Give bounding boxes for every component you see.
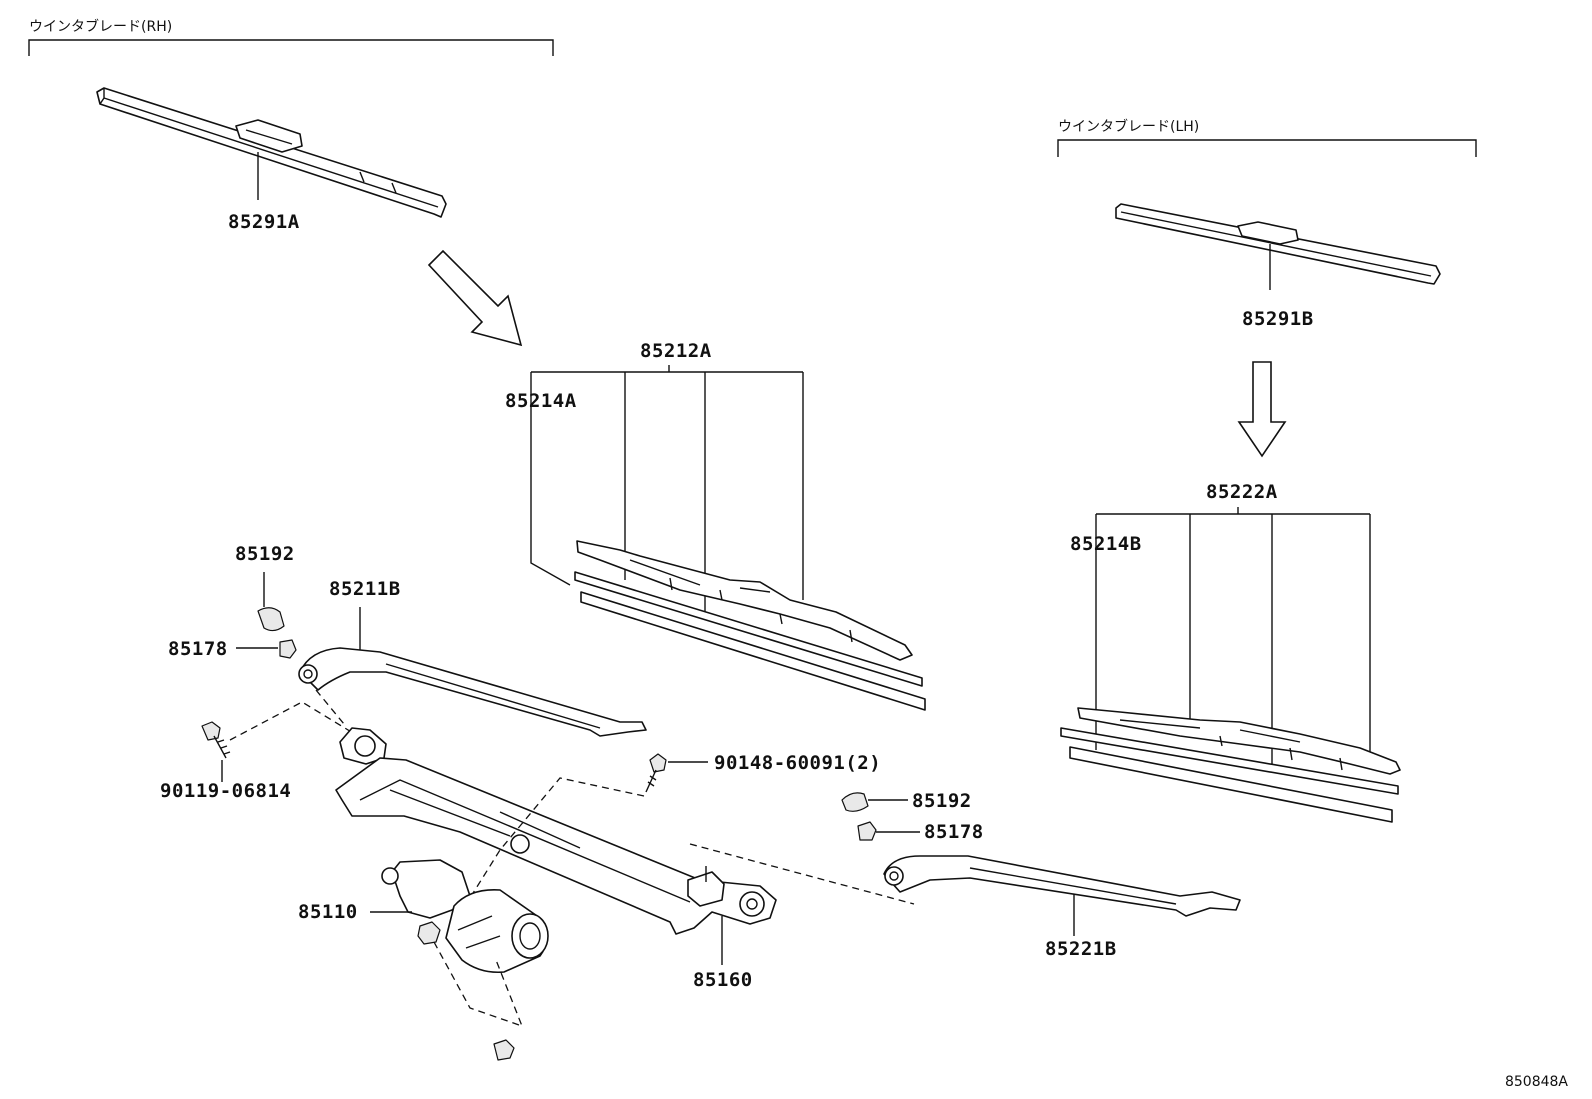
label-85221B: 85221B (1045, 938, 1117, 960)
header-rh-bracket (28, 39, 554, 56)
cap-85192-left (257, 607, 285, 632)
winter-blade-lh (1115, 203, 1441, 290)
label-85178-right: 85178 (924, 821, 984, 843)
label-85160: 85160 (693, 969, 753, 991)
label-85212A: 85212A (640, 340, 712, 362)
wiper-link-85160 (335, 727, 777, 935)
label-85178-left: 85178 (168, 638, 228, 660)
header-lh-bracket (1057, 139, 1477, 157)
label-85192-right: 85192 (912, 790, 972, 812)
label-85110: 85110 (298, 901, 358, 923)
winter-blade-rh (96, 87, 447, 218)
arrow-down-right (427, 249, 523, 347)
header-lh-group: ウインタブレード(LH) (1057, 118, 1477, 157)
wiper-arm-85211B (298, 647, 647, 737)
header-lh: ウインタブレード(LH) (1058, 118, 1199, 135)
label-85211B: 85211B (329, 578, 401, 600)
figure-id: 850848A (1505, 1074, 1568, 1090)
label-85214A: 85214A (505, 390, 577, 412)
label-85192-left: 85192 (235, 543, 295, 565)
bolt-90119-06814 (201, 721, 231, 759)
bolt-90148-60091 (645, 753, 667, 793)
wiper-motor-85110 (381, 859, 549, 974)
nut-85178-right (857, 821, 877, 841)
label-85291B: 85291B (1242, 308, 1314, 330)
cap-85192-right (841, 792, 869, 812)
wiper-arm-85221B (883, 855, 1241, 917)
header-rh: ウインタブレード(RH) (29, 18, 172, 35)
nut-motor (493, 1039, 515, 1061)
header-rh-group: ウインタブレード(RH) (28, 18, 554, 56)
label-85291A: 85291A (228, 211, 300, 233)
blade-assembly-85212A (574, 540, 926, 711)
label-90119-06814: 90119-06814 (160, 780, 291, 802)
label-90148-60091: 90148-60091(2) (714, 752, 881, 774)
label-85222A: 85222A (1206, 481, 1278, 503)
arrow-down (1237, 361, 1287, 458)
label-85214B: 85214B (1070, 533, 1142, 555)
nut-85178-left (279, 639, 297, 659)
blade-assembly-85222A (1060, 707, 1401, 823)
